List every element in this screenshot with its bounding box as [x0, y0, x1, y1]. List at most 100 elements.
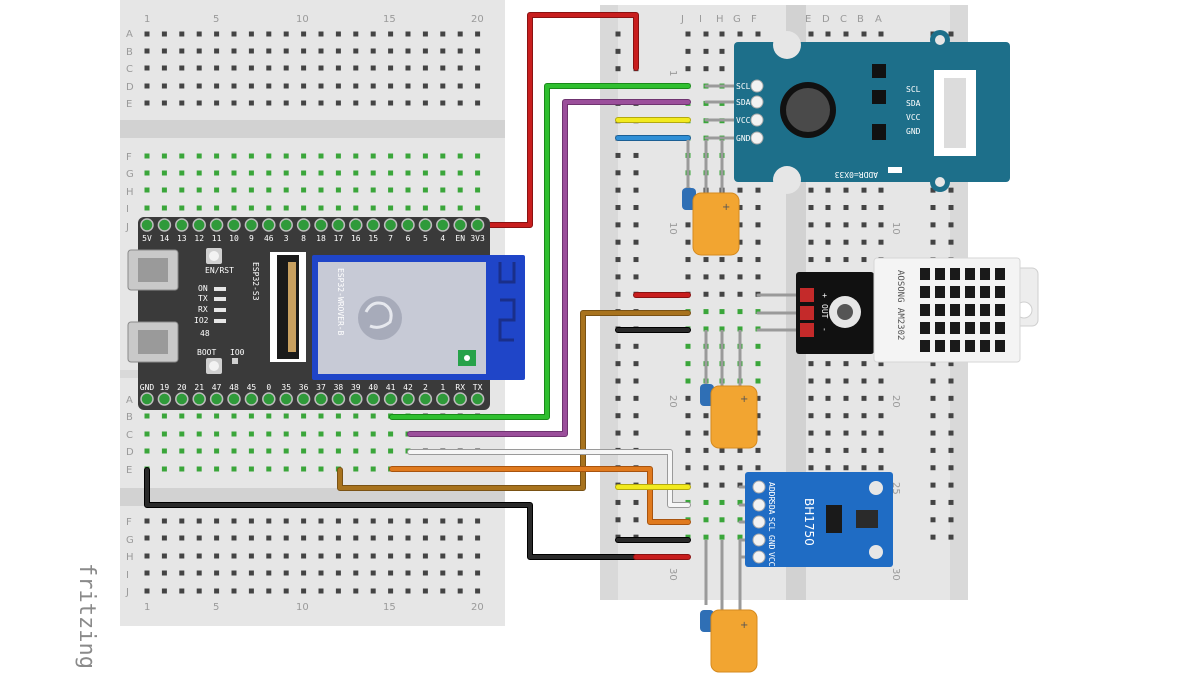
left-col-num-1-bottom: 1 [144, 602, 150, 613]
breadboard-hole [615, 413, 621, 419]
breadboard-hole [248, 48, 254, 54]
esp32-s3-board: ESP32-S3 ESP32-WROVER-B EN/RST ON TX RX … [127, 217, 525, 410]
esp32-bottom-pin-label: 1 [440, 383, 445, 392]
breadboard-hole [615, 205, 621, 210]
breadboard-hole [475, 31, 481, 37]
breadboard-hole [615, 291, 621, 297]
breadboard-hole [475, 100, 481, 106]
cap-3-plus: + [740, 620, 748, 631]
dht-grille-slot [995, 268, 1005, 280]
dht-grille-slot [950, 322, 960, 334]
breadboard-hole [144, 170, 150, 176]
esp32-bottom-pin-label: 38 [334, 383, 344, 392]
breadboard-hole [144, 153, 150, 159]
breadboard-hole [179, 48, 185, 54]
esp32-bottom-pin-label: 39 [351, 383, 361, 392]
lbl-48: 48 [200, 329, 210, 338]
esp32-pin [470, 218, 485, 232]
breadboard-hole [422, 48, 428, 54]
breadboard-hole [825, 378, 831, 384]
esp32-pin [314, 218, 328, 232]
breadboard-hole [878, 465, 884, 471]
breadboard-hole [179, 518, 185, 524]
sht-hdr-sda: SDA [906, 99, 921, 108]
breadboard-hole [405, 518, 411, 524]
breadboard-hole [755, 395, 761, 401]
left-row-H2: H [126, 552, 134, 563]
breadboard-hole [283, 31, 289, 37]
breadboard-hole [930, 222, 936, 228]
breadboard-hole [335, 553, 341, 559]
breadboard-hole [843, 239, 849, 245]
breadboard-hole [388, 448, 394, 454]
breadboard-hole [370, 518, 376, 524]
left-row-I2: I [126, 570, 129, 581]
breadboard-hole [301, 65, 307, 71]
esp32-bottom-pin-label: 36 [299, 383, 309, 392]
breadboard-hole [318, 570, 324, 576]
bh-pin-vcc: VCC [767, 552, 776, 567]
breadboard-hole [353, 83, 359, 89]
breadboard-hole [475, 553, 481, 559]
breadboard-hole [737, 447, 743, 453]
breadboard-hole [422, 205, 428, 211]
breadboard-hole [878, 413, 884, 419]
breadboard-hole [301, 588, 307, 594]
breadboard-hole [633, 152, 639, 158]
breadboard-hole [405, 588, 411, 594]
breadboard-hole [161, 448, 167, 454]
breadboard-hole [475, 205, 481, 211]
breadboard-hole [685, 343, 691, 349]
sht-pin-vcc: VCC [736, 116, 751, 125]
breadboard-hole [318, 431, 324, 437]
breadboard-hole [179, 65, 185, 71]
breadboard-hole [335, 431, 341, 437]
esp32-bottom-pin-label: 37 [316, 383, 326, 392]
breadboard-hole [405, 100, 411, 106]
esp32-pin [401, 218, 415, 232]
breadboard-hole [301, 100, 307, 106]
breadboard-hole [930, 413, 936, 419]
esp32-top-pin-label: 7 [388, 234, 393, 243]
dht-label: AOSONG AM2302 [895, 270, 905, 340]
breadboard-hole [861, 31, 867, 37]
esp32-bottom-pin-label: 41 [386, 383, 396, 392]
breadboard-hole [388, 100, 394, 106]
breadboard-hole [144, 431, 150, 437]
breadboard-hole [843, 465, 849, 471]
breadboard-hole [266, 100, 272, 106]
breadboard-hole [144, 65, 150, 71]
breadboard-hole [405, 48, 411, 54]
cap-2-plus: + [740, 394, 748, 405]
breadboard-hole [196, 187, 202, 193]
breadboard-hole [283, 187, 289, 193]
breadboard-hole [948, 222, 954, 228]
breadboard-hole [615, 222, 621, 228]
breadboard-hole [179, 448, 185, 454]
dht-grille-slot [950, 340, 960, 352]
esp32-pin [175, 218, 189, 232]
lbl-boot: BOOT [197, 348, 216, 357]
breadboard-hole [214, 413, 220, 419]
breadboard-hole [825, 447, 831, 453]
breadboard-hole [231, 588, 237, 594]
breadboard-hole [843, 395, 849, 401]
breadboard-hole [161, 65, 167, 71]
breadboard-hole [878, 447, 884, 453]
breadboard-hole [248, 153, 254, 159]
esp32-pin [175, 392, 189, 406]
breadboard-hole [737, 239, 743, 245]
breadboard-hole [214, 553, 220, 559]
breadboard-hole [719, 66, 725, 72]
esp32-pin [453, 392, 467, 406]
breadboard-hole [719, 482, 725, 488]
breadboard-hole [196, 553, 202, 559]
esp32-bottom-pin-label: 2 [423, 383, 428, 392]
breadboard-hole [301, 570, 307, 576]
right-num-30: 30 [667, 568, 678, 581]
breadboard-hole [370, 83, 376, 89]
breadboard-hole [231, 205, 237, 211]
breadboard-hole [196, 466, 202, 472]
breadboard-hole [370, 48, 376, 54]
breadboard-hole [214, 31, 220, 37]
